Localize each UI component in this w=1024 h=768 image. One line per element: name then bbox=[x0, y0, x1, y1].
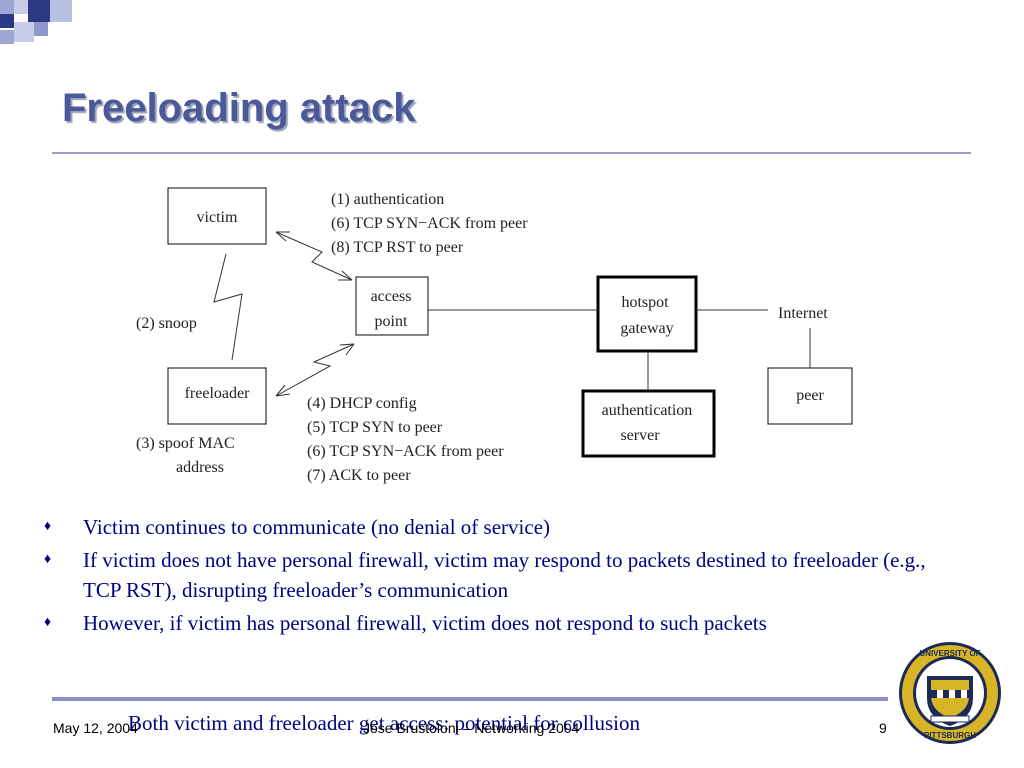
access-point-box bbox=[355, 276, 429, 336]
page-number: 9 bbox=[879, 720, 887, 736]
wireless-link-freeloader bbox=[275, 343, 355, 397]
freeloader-step-1: (4) DHCP config bbox=[307, 395, 417, 412]
university-seal-logo: UNIVERSITY OF PITTSBURGH bbox=[899, 642, 1001, 744]
slide-title: Freeloading attack bbox=[62, 86, 416, 130]
bullet-item: ♦ Victim continues to communicate (no den… bbox=[40, 512, 960, 542]
victim-step-2: (6) TCP SYN−ACK from peer bbox=[331, 215, 528, 232]
diamond-bullet-icon: ♦ bbox=[44, 615, 52, 630]
auth-server-label-1: authentication bbox=[602, 402, 693, 419]
corner-squares-decoration bbox=[0, 0, 72, 44]
footer-date: May 12, 2004 bbox=[53, 720, 138, 736]
seal-text-bottom: PITTSBURGH bbox=[924, 731, 976, 740]
bullet-list: ♦ Victim continues to communicate (no den… bbox=[40, 512, 960, 641]
internet-label: Internet bbox=[778, 305, 828, 322]
victim-step-3: (8) TCP RST to peer bbox=[331, 239, 464, 256]
auth-server-box bbox=[581, 389, 716, 458]
diamond-bullet-icon: ♦ bbox=[44, 552, 52, 567]
footer-divider bbox=[52, 697, 888, 701]
freeloader-label: freeloader bbox=[185, 385, 251, 402]
diamond-bullet-icon: ♦ bbox=[44, 519, 52, 534]
footer-author: Jose Brustoloni – Networking 2004 bbox=[363, 720, 580, 736]
victim-box bbox=[167, 187, 267, 245]
title-divider bbox=[52, 152, 971, 154]
hotspot-gateway-label-2: gateway bbox=[620, 320, 673, 337]
freeloader-box bbox=[167, 367, 267, 425]
bullet-text: Victim continues to communicate (no deni… bbox=[83, 515, 551, 539]
seal-text-top: UNIVERSITY OF bbox=[919, 649, 980, 658]
access-point-label-2: point bbox=[375, 313, 408, 330]
snoop-link bbox=[213, 253, 243, 361]
victim-label: victim bbox=[197, 209, 238, 226]
snoop-label: (2) snoop bbox=[136, 315, 197, 332]
hotspot-gateway-box bbox=[596, 275, 698, 353]
auth-server-label-2: server bbox=[620, 427, 660, 444]
freeloader-step-3: (6) TCP SYN−ACK from peer bbox=[307, 443, 504, 460]
bullet-text: If victim does not have personal firewal… bbox=[83, 548, 926, 602]
bullet-item: ♦ However, if victim has personal firewal… bbox=[40, 608, 960, 638]
freeloader-step-2: (5) TCP SYN to peer bbox=[307, 419, 443, 436]
bullet-item: ♦ If victim does not have personal firewa… bbox=[40, 545, 960, 605]
network-diagram: victim freeloader access point hotspot g… bbox=[136, 187, 853, 484]
wireless-link-victim bbox=[275, 231, 353, 281]
peer-label: peer bbox=[796, 387, 824, 404]
hotspot-gateway-label-1: hotspot bbox=[621, 294, 669, 311]
victim-step-1: (1) authentication bbox=[331, 191, 444, 208]
sub-bullet-text: Both victim and freeloader get access: p… bbox=[128, 711, 640, 735]
spoof-label-2: address bbox=[176, 459, 224, 476]
freeloader-step-4: (7) ACK to peer bbox=[307, 467, 411, 484]
bullet-text: However, if victim has personal firewall… bbox=[83, 611, 767, 635]
access-point-label-1: access bbox=[371, 288, 412, 305]
spoof-label-1: (3) spoof MAC bbox=[136, 435, 235, 452]
